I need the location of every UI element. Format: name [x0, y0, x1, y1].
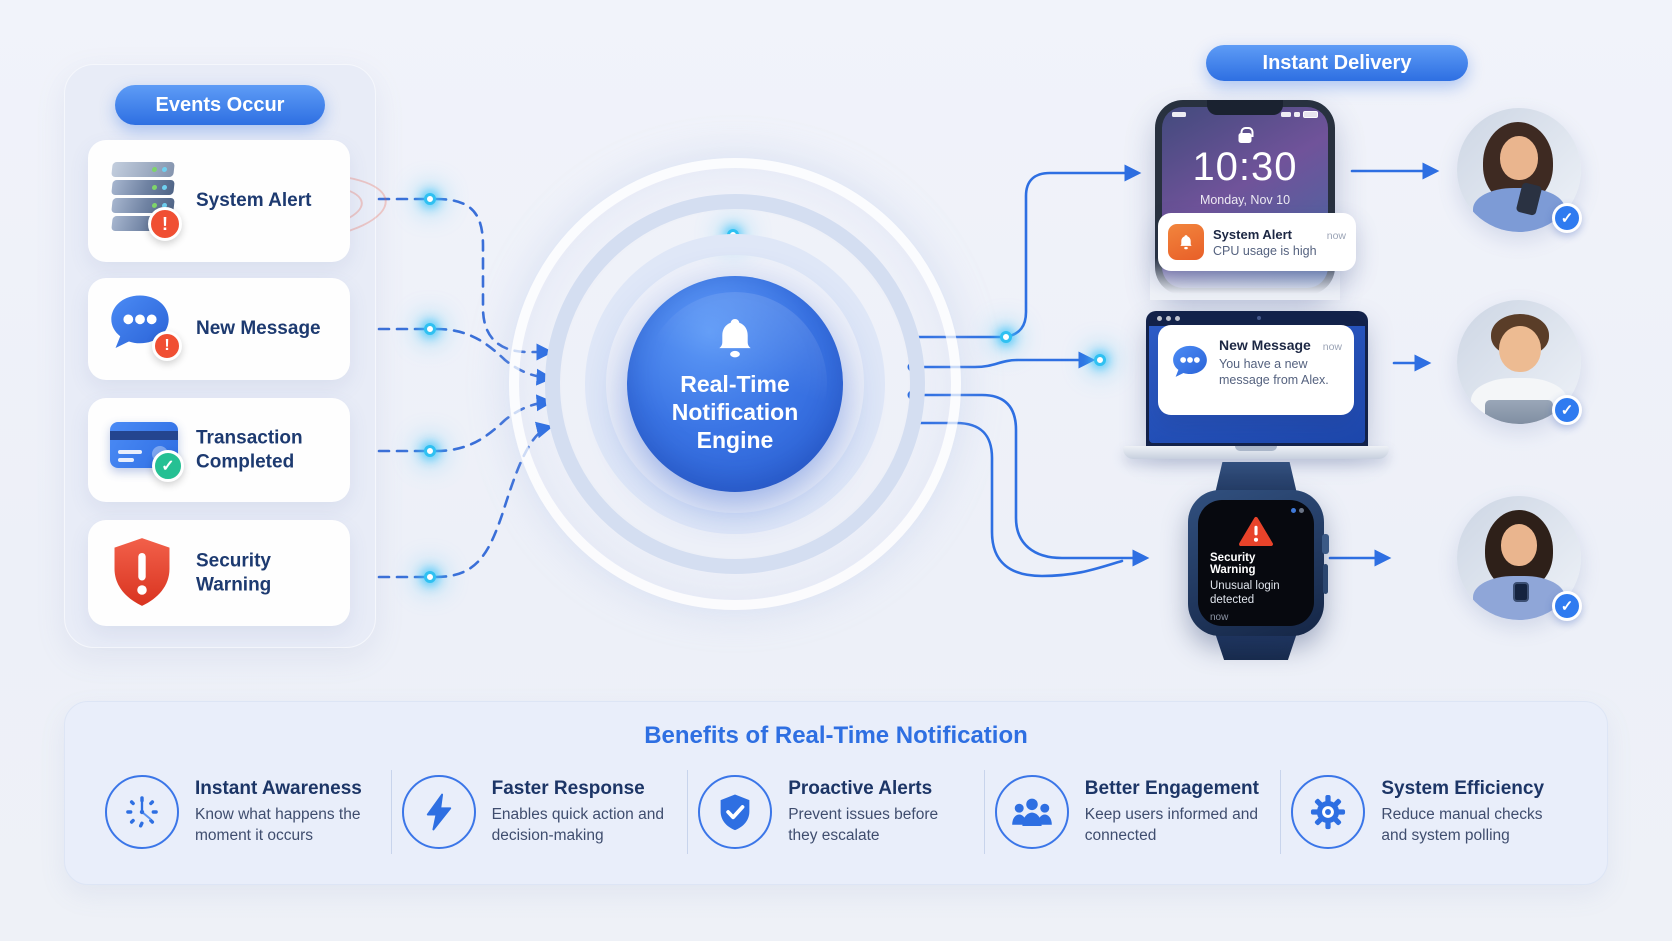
benefits-row: Instant Awareness Know what happens the … [65, 770, 1607, 854]
lock-icon [1238, 127, 1254, 143]
notification-title: Security Warning [1210, 552, 1256, 576]
benefits-title: Benefits of Real-Time Notification [644, 722, 1028, 749]
watch-button [1323, 564, 1328, 594]
alert-badge-icon: ! [148, 207, 182, 241]
event-label: Transaction Completed [196, 427, 303, 472]
divider [1280, 770, 1282, 854]
alert-badge-icon: ! [152, 331, 182, 361]
benefit-system-efficiency: System Efficiency Reduce manual checks a… [1281, 775, 1577, 849]
user-avatar-phone: ✓ [1457, 108, 1582, 233]
events-header-label: Events Occur [155, 93, 285, 116]
laptop-titlebar [1149, 311, 1365, 326]
watch-screen: Security Warning Unusual login detected … [1198, 500, 1314, 626]
event-card-security: Security Warning [88, 520, 350, 626]
clock-icon [105, 775, 179, 849]
notification-body: You have a new message from Alex. [1219, 357, 1329, 388]
benefit-proactive-alerts: Proactive Alerts Prevent issues before t… [688, 775, 984, 849]
laptop-notification: New Message now You have a new message f… [1158, 325, 1354, 415]
signal-wifi-battery-icons [1281, 111, 1318, 118]
benefits-panel: Benefits of Real-Time Notification [64, 701, 1608, 885]
phone-notch [1207, 100, 1283, 115]
event-card-new-message: ! New Message [88, 278, 350, 380]
event-card-system-alert: ! System Alert [88, 140, 350, 262]
laptop-base [1123, 446, 1389, 459]
shield-check-icon [698, 775, 773, 849]
notification-title: System Alert [1213, 226, 1292, 242]
watch-body: Security Warning Unusual login detected … [1188, 490, 1329, 636]
check-badge-icon: ✓ [1552, 591, 1582, 621]
watch-crown [1322, 534, 1329, 554]
notification-time: now [1322, 341, 1342, 353]
event-label: Security Warning [196, 550, 272, 595]
benefit-better-engagement: Better Engagement Keep users informed an… [985, 775, 1281, 849]
glow-node [1094, 354, 1106, 366]
event-card-transaction: ✓ Transaction Completed [88, 398, 350, 502]
server-stack-icon: ! [102, 155, 188, 247]
notification-engine: Real-Time Notification Engine [627, 276, 843, 492]
people-icon [994, 775, 1069, 849]
laptop-in-front [1485, 400, 1553, 424]
notification-title: New Message [1219, 337, 1311, 353]
check-badge-icon: ✓ [1552, 203, 1582, 233]
glow-node [424, 445, 436, 457]
divider [687, 770, 689, 854]
lightning-icon [401, 775, 476, 849]
chat-bubble-icon [1170, 341, 1210, 381]
divider [983, 770, 985, 854]
phone-date: Monday, Nov 10 [1199, 193, 1291, 207]
credit-card-icon: ✓ [102, 404, 188, 496]
phone-notification: System Alert now CPU usage is high [1158, 213, 1356, 271]
engine-title: Real-Time Notification Engine [671, 370, 799, 454]
engine-ring-outer [509, 158, 961, 610]
divider [390, 770, 392, 854]
check-badge-icon: ✓ [1552, 395, 1582, 425]
event-label: System Alert [196, 190, 312, 212]
notification-body: Unusual login detected [1210, 580, 1280, 607]
watch-on-wrist [1513, 582, 1529, 602]
watch-status-icons [1291, 508, 1304, 513]
shield-alert-icon [102, 527, 188, 619]
notification-time: now [1210, 611, 1229, 623]
chat-bubble-icon: ! [102, 283, 188, 375]
glow-node [424, 323, 436, 335]
bell-icon [719, 318, 751, 358]
phone-statusbar [1172, 111, 1318, 118]
bell-icon [1168, 224, 1204, 260]
glow-node [1000, 331, 1012, 343]
gear-icon [1291, 775, 1366, 849]
delivery-header-pill: Instant Delivery [1206, 45, 1468, 81]
phone-time: 10:30 [1192, 145, 1298, 189]
notification-body: CPU usage is high [1213, 243, 1317, 258]
user-avatar-watch: ✓ [1457, 496, 1582, 621]
events-header-pill: Events Occur [115, 85, 325, 125]
user-avatar-laptop: ✓ [1457, 300, 1582, 425]
check-badge-icon: ✓ [152, 450, 184, 482]
glow-node [424, 193, 436, 205]
delivery-header-label: Instant Delivery [1262, 51, 1412, 74]
notification-time: now [1326, 229, 1346, 242]
smartwatch: Security Warning Unusual login detected … [1188, 462, 1329, 660]
benefit-faster-response: Faster Response Enables quick action and… [392, 775, 688, 849]
event-label: New Message [196, 318, 321, 340]
warning-triangle-icon [1239, 516, 1273, 547]
glow-node [424, 571, 436, 583]
benefit-instant-awareness: Instant Awareness Know what happens the … [95, 775, 391, 849]
